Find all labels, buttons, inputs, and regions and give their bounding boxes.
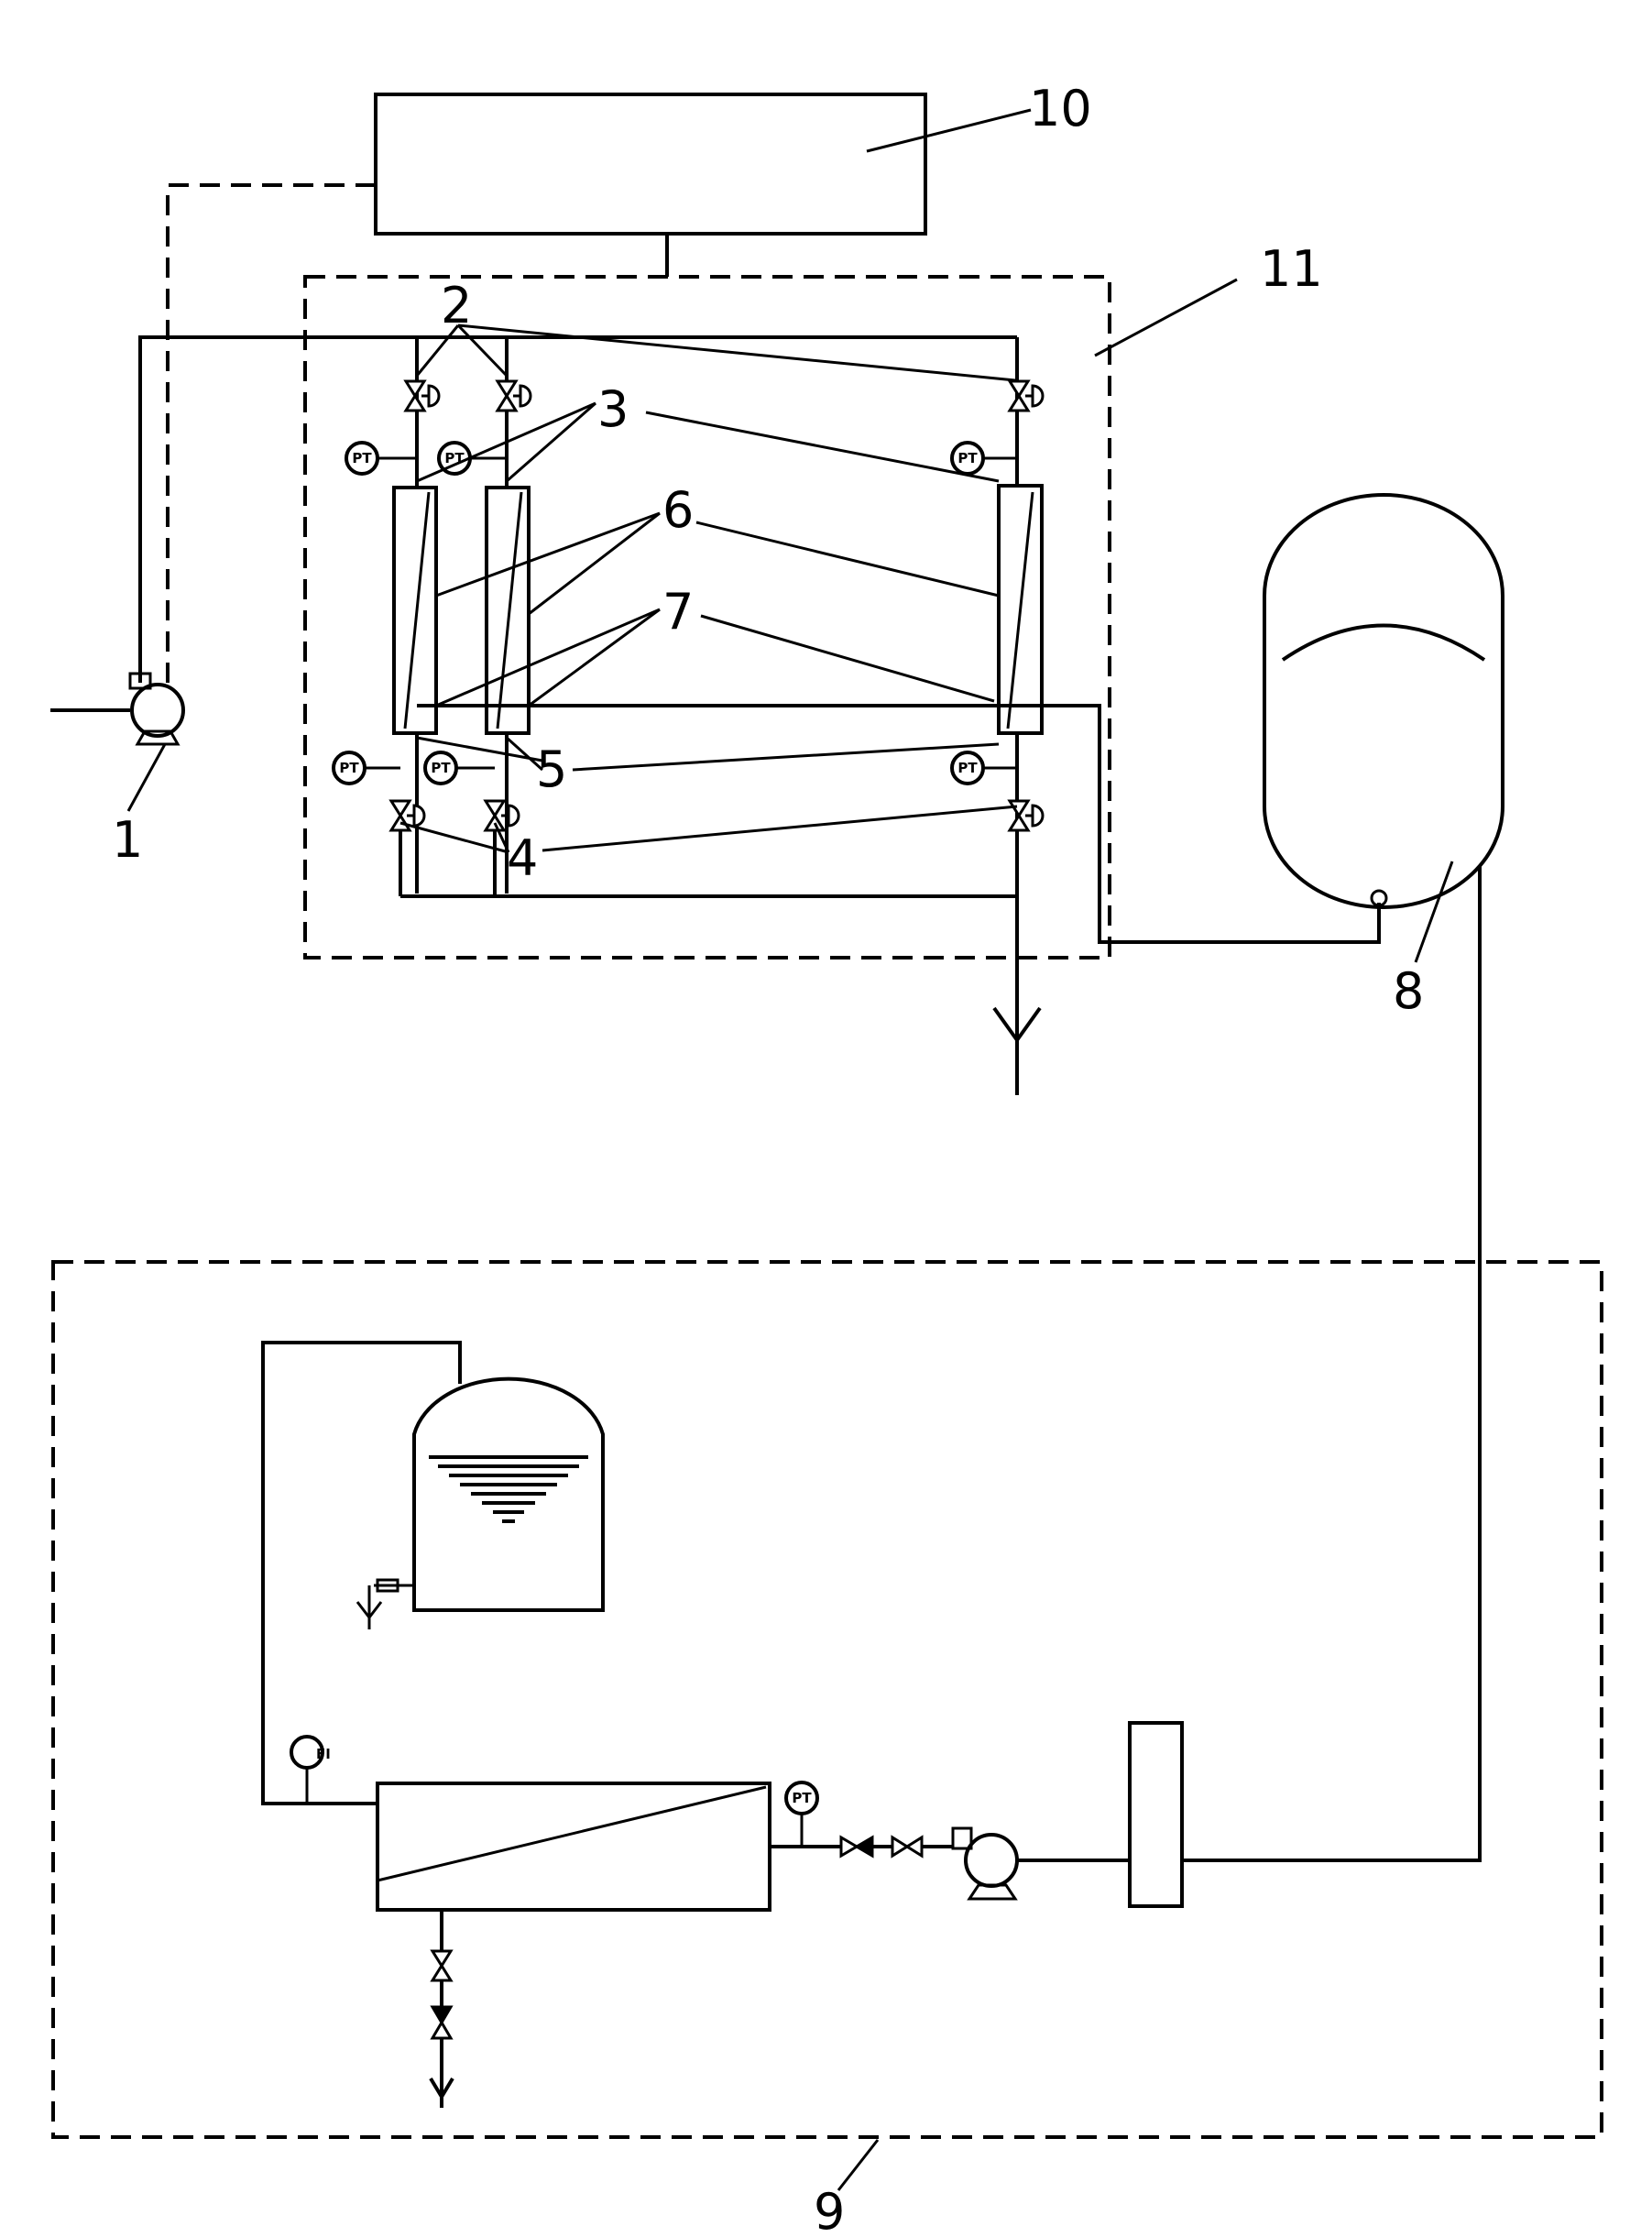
drain-symbol bbox=[992, 1006, 1042, 1042]
storage-tank bbox=[1263, 493, 1504, 909]
drain-valve-1 bbox=[431, 1949, 453, 1982]
vessel-drain bbox=[356, 1578, 414, 1629]
actuator-icon bbox=[1023, 804, 1045, 828]
callout-6: 6 bbox=[662, 481, 694, 539]
vessel-return-pipe bbox=[261, 1341, 462, 1805]
callout-10: 10 bbox=[1029, 80, 1092, 137]
svg-text:PT: PT bbox=[957, 760, 978, 776]
booster-pump bbox=[951, 1826, 1130, 1901]
actuator-icon bbox=[405, 804, 426, 828]
svg-text:PT: PT bbox=[431, 760, 451, 776]
feed-pump bbox=[50, 672, 185, 746]
pre-filter-column bbox=[1128, 1721, 1184, 1908]
pressure-gauge-filter: PT bbox=[784, 1781, 819, 1847]
callout-3: 3 bbox=[597, 380, 629, 438]
callout-7: 7 bbox=[662, 583, 694, 641]
treatment-unit-boundary bbox=[51, 1260, 1603, 2139]
drain-valve-2 bbox=[430, 2005, 454, 2040]
callout-11: 11 bbox=[1260, 240, 1323, 298]
svg-text:PT: PT bbox=[352, 450, 372, 466]
controller-box bbox=[374, 93, 927, 236]
horizontal-filter bbox=[376, 1782, 771, 1912]
svg-text:FI: FI bbox=[316, 1746, 331, 1762]
callout-8: 8 bbox=[1393, 962, 1424, 1020]
actuator-icon bbox=[511, 384, 532, 408]
callout-9: 9 bbox=[814, 2183, 845, 2232]
tank-outlet-pipe bbox=[1182, 866, 1482, 1862]
upper-vessel bbox=[412, 1376, 605, 1612]
actuator-icon bbox=[1023, 384, 1045, 408]
filter-drain-symbol bbox=[429, 2077, 454, 2099]
pressure-transmitter-top-c: PT bbox=[950, 441, 1017, 476]
callout-4: 4 bbox=[507, 829, 538, 887]
pressure-transmitter-bottom-a: PT bbox=[332, 751, 400, 785]
pressure-transmitter-bottom-b: PT bbox=[423, 751, 495, 785]
membrane-column-c bbox=[997, 337, 1044, 1095]
pressure-transmitter-top-a: PT bbox=[345, 441, 417, 476]
permeate-pipe bbox=[417, 704, 1381, 944]
control-signal-line bbox=[166, 183, 376, 683]
pressure-transmitter-bottom-c: PT bbox=[950, 751, 1017, 785]
callout-5: 5 bbox=[536, 740, 567, 798]
gate-valve bbox=[891, 1836, 924, 1858]
feed-pipe bbox=[138, 335, 1017, 683]
actuator-icon bbox=[420, 384, 441, 408]
svg-text:PT: PT bbox=[339, 760, 359, 776]
flow-indicator: FI bbox=[290, 1735, 331, 1804]
callout-1: 1 bbox=[112, 811, 143, 869]
callout-leaders bbox=[126, 108, 1454, 2191]
membrane-column-b bbox=[485, 337, 531, 894]
svg-text:PT: PT bbox=[957, 450, 978, 466]
membrane-module-boundary bbox=[303, 275, 1111, 959]
callout-2: 2 bbox=[441, 277, 472, 334]
actuator-icon bbox=[499, 804, 520, 828]
svg-text:PT: PT bbox=[792, 1790, 812, 1806]
check-valve bbox=[839, 1835, 874, 1859]
